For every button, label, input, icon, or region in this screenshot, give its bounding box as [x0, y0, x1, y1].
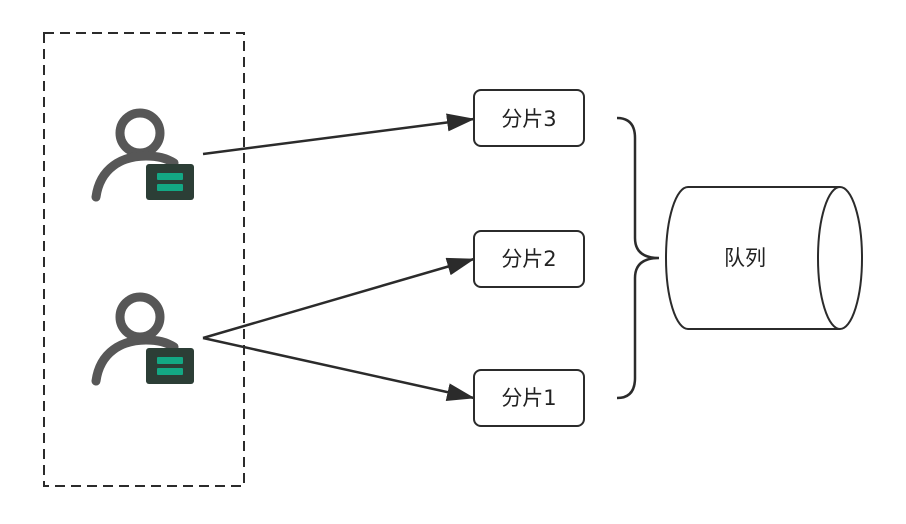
queue-label: 队列 [724, 246, 766, 270]
shard-box: 分片1 [473, 369, 585, 427]
arrow-client2-to-shard2 [202, 257, 475, 340]
user-card-icon [91, 108, 194, 202]
arrow-client2-to-shard1 [202, 336, 475, 401]
client-group-boundary [43, 32, 245, 487]
shard-label: 分片2 [501, 247, 556, 271]
shard-box: 分片2 [473, 230, 585, 288]
user-card-icon [91, 292, 194, 386]
shard-box: 分片3 [473, 89, 585, 147]
grouping-brace [616, 116, 660, 400]
arrow-client1-to-shard3 [202, 113, 475, 156]
shard-label: 分片1 [501, 386, 556, 410]
shard-label: 分片3 [501, 107, 556, 131]
queue-cylinder: 队列 [665, 186, 863, 330]
